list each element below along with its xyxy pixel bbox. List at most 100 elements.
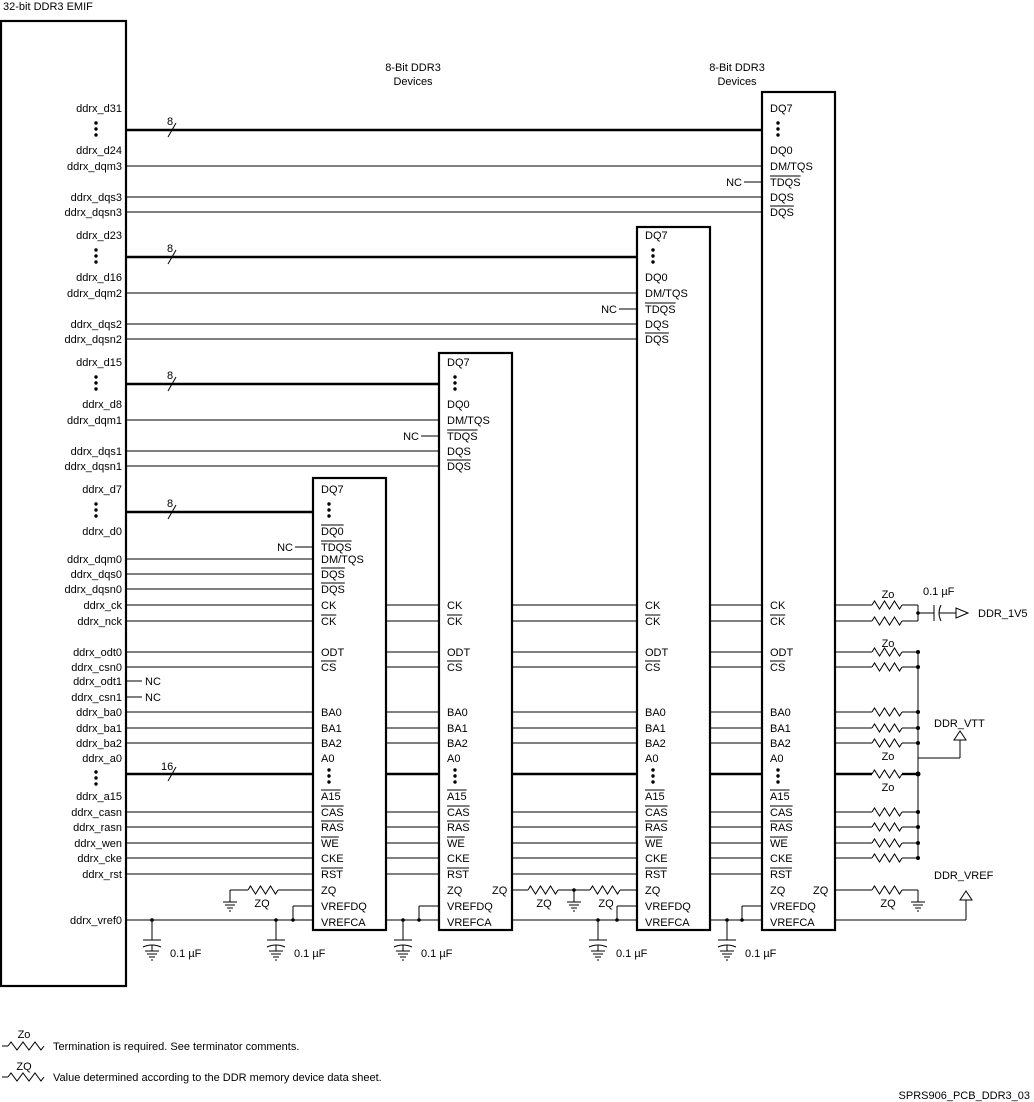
emif-data-ellipsis xyxy=(94,375,98,379)
nc-label: NC xyxy=(403,431,419,443)
emif-data-ellipsis xyxy=(94,127,98,131)
pin-we_n: WE xyxy=(321,838,339,850)
bus-slash xyxy=(167,504,177,520)
termination-resistor xyxy=(871,838,903,848)
emif-data-ellipsis xyxy=(94,502,98,506)
pin-ellipsis xyxy=(776,121,780,125)
pin-dqs: DQS xyxy=(321,569,345,581)
emif-signal-cke: ddrx_cke xyxy=(77,853,122,865)
pin-a15: A15 xyxy=(447,791,467,803)
pin-ellipsis xyxy=(453,774,457,778)
bus-width-label: 16 xyxy=(161,761,173,773)
pin-cas_n: CAS xyxy=(321,807,344,819)
termination-resistor-bus xyxy=(871,769,903,779)
zo-label: Zo xyxy=(882,589,895,601)
pin-cke: CKE xyxy=(770,853,793,865)
legend-zq-text: Value determined according to the DDR me… xyxy=(53,1072,382,1084)
pin-zq-right: ZQ xyxy=(492,885,508,897)
termination-resistor xyxy=(871,807,903,817)
junction-dot xyxy=(740,918,744,922)
emif-signal-dqm0: ddrx_dqm0 xyxy=(67,554,122,566)
pin-a15: A15 xyxy=(321,791,341,803)
pin-ellipsis xyxy=(453,780,457,784)
junction-dot xyxy=(916,665,920,669)
bus-width-label: 8 xyxy=(167,243,173,255)
emif-signal-dqsn0: ddrx_dqsn0 xyxy=(65,584,123,596)
pin-ellipsis xyxy=(453,387,457,391)
emif-signal-d31: ddrx_d31 xyxy=(76,103,122,115)
junction-dot xyxy=(596,918,600,922)
emif-signal-d7: ddrx_d7 xyxy=(82,484,122,496)
pin-dq7: DQ7 xyxy=(321,484,344,496)
emif-signal-ba2: ddrx_ba2 xyxy=(76,738,122,750)
pin-ck_n: CK xyxy=(645,616,661,628)
ddr-vtt-arrow xyxy=(953,730,967,741)
junction-dot xyxy=(916,611,920,615)
pin-ellipsis xyxy=(651,260,655,264)
zq-resistor xyxy=(247,885,279,895)
junction-dot xyxy=(916,650,920,654)
emif-signal-d8: ddrx_d8 xyxy=(82,399,122,411)
pin-ba2: BA2 xyxy=(321,738,342,750)
pin-ellipsis xyxy=(327,774,331,778)
emif-signal-d24: ddrx_d24 xyxy=(76,145,122,157)
pin-dm-tqs: DM/TQS xyxy=(770,161,813,173)
emif-signal-d16: ddrx_d16 xyxy=(76,272,122,284)
emif-data-ellipsis xyxy=(94,121,98,125)
capacitor-ground xyxy=(720,950,734,961)
pin-dq7: DQ7 xyxy=(645,230,668,242)
pin-ba1: BA1 xyxy=(321,723,342,735)
termination-resistor xyxy=(871,662,903,672)
pin-ba2: BA2 xyxy=(645,738,666,750)
capacitor-ground xyxy=(396,950,410,961)
pin-dqs-n: DQS xyxy=(645,334,669,346)
emif-signal-dqs2: ddrx_dqs2 xyxy=(71,319,122,331)
pin-ellipsis xyxy=(651,768,655,772)
emif-signal-dqsn2: ddrx_dqsn2 xyxy=(65,334,123,346)
pin-ras_n: RAS xyxy=(645,822,668,834)
pin-ba0: BA0 xyxy=(645,707,666,719)
bus-width-label: 8 xyxy=(167,116,173,128)
ddr-vref-label: DDR_VREF xyxy=(934,870,994,882)
legend-zq-symbol: ZQ xyxy=(16,1061,32,1073)
emif-signal-d23: ddrx_d23 xyxy=(76,230,122,242)
zo-label: Zo xyxy=(882,638,895,650)
pin-ellipsis xyxy=(651,248,655,252)
emif-data-ellipsis xyxy=(94,133,98,137)
devices-label: Devices xyxy=(393,76,433,88)
termination-resistor xyxy=(871,738,903,748)
emif-signal-csn0: ddrx_csn0 xyxy=(71,662,122,674)
pin-zq-right: ZQ xyxy=(813,885,829,897)
emif-signal-nck: ddrx_nck xyxy=(77,616,122,628)
junction-dot xyxy=(291,918,295,922)
emif-signal-odt0: ddrx_odt0 xyxy=(73,647,122,659)
emif-addr-ellipsis xyxy=(94,782,98,786)
ddr3-device-byte1 xyxy=(437,351,514,932)
zo-label: Zo xyxy=(882,751,895,763)
emif-data-ellipsis xyxy=(94,387,98,391)
bus-width-label: 8 xyxy=(167,370,173,382)
ddr-1v5-arrow xyxy=(955,607,970,619)
zq-ground xyxy=(911,901,925,912)
pin-ellipsis xyxy=(651,780,655,784)
emif-signal-odt1: ddrx_odt1 xyxy=(73,676,122,688)
pin-ba1: BA1 xyxy=(645,723,666,735)
devices-label: Devices xyxy=(717,76,757,88)
pin-dm-tqs: DM/TQS xyxy=(645,288,688,300)
junction-dot xyxy=(615,918,619,922)
pin-vrefca: VREFCA xyxy=(770,917,815,929)
pin-ras_n: RAS xyxy=(770,822,793,834)
junction-dot xyxy=(916,710,920,714)
bus-slash xyxy=(167,766,177,782)
pin-ck: CK xyxy=(321,600,337,612)
emif-addr-ellipsis xyxy=(94,776,98,780)
pin-dqs-n: DQS xyxy=(447,461,471,473)
emif-title: 32-bit DDR3 EMIF xyxy=(3,1,93,13)
ddr-vref-arrow xyxy=(959,890,973,901)
zq-label: ZQ xyxy=(598,898,614,910)
pin-dq0: DQ0 xyxy=(645,272,668,284)
cap-value-label: 0.1 µF xyxy=(421,948,453,960)
emif-data-ellipsis xyxy=(94,248,98,252)
junction-dot xyxy=(572,888,576,892)
pin-ellipsis xyxy=(776,774,780,778)
